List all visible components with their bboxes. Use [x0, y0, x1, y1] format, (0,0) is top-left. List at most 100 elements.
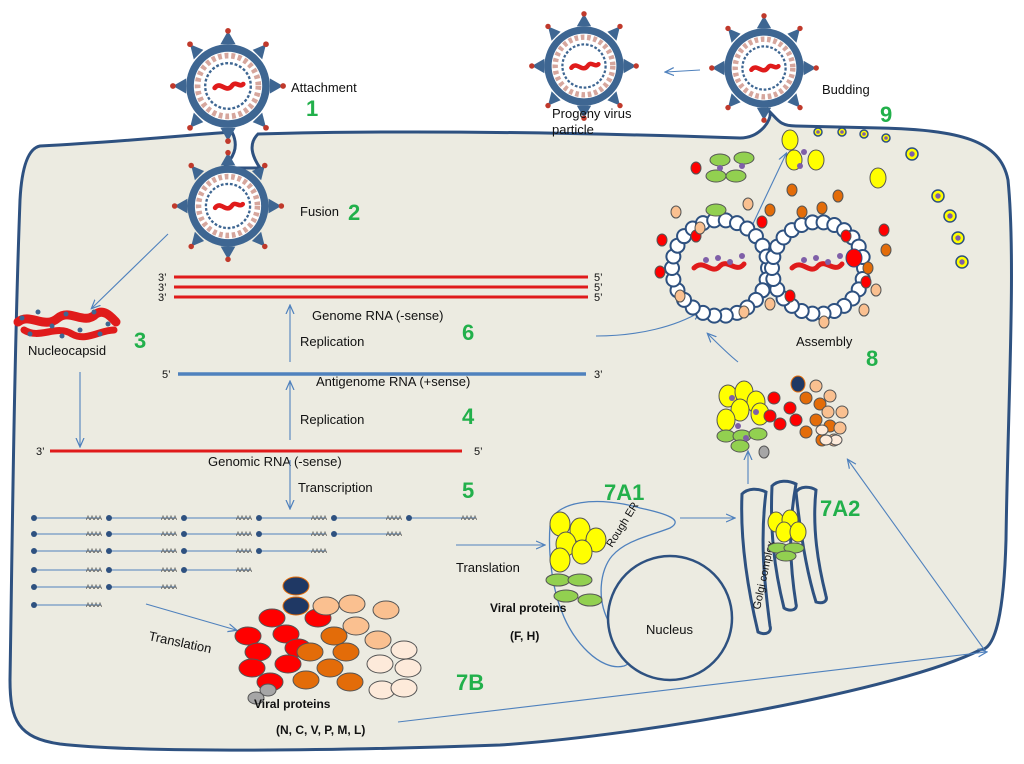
protein — [816, 201, 828, 215]
label-viral-proteins-fh-list: (F, H) — [510, 629, 539, 643]
protein — [789, 413, 803, 427]
protein — [567, 573, 593, 587]
assembly-protein-cluster — [716, 375, 849, 459]
label-transcription: Transcription — [298, 480, 373, 495]
label-viral-proteins-fh: Viral proteins — [490, 601, 567, 615]
protein — [716, 408, 736, 432]
protein — [813, 397, 827, 411]
protein — [833, 421, 847, 435]
nucleus — [606, 554, 734, 682]
protein — [274, 654, 302, 674]
protein — [858, 303, 870, 317]
membrane-protein-core — [862, 132, 866, 136]
virus-progeny — [529, 11, 639, 121]
protein — [571, 539, 593, 565]
protein — [807, 149, 825, 171]
mrna-polya-tail: AAAA — [161, 568, 177, 574]
protein — [694, 221, 706, 235]
step-number-9: 9 — [880, 102, 892, 127]
membrane-protein-core — [947, 213, 953, 219]
protein — [840, 229, 852, 243]
virus-fusion — [172, 150, 284, 262]
rough-er — [548, 500, 676, 668]
membrane-protein-core — [955, 235, 961, 241]
membrane-protein-core — [840, 130, 844, 134]
rna-protein — [739, 253, 745, 259]
step-number-1: 1 — [306, 96, 318, 121]
genome-rna-end-5-a: 5’ — [594, 272, 603, 284]
protein — [282, 576, 310, 596]
mrna-polya-tail: AAAA — [386, 532, 402, 538]
protein — [390, 678, 418, 698]
protein-dot — [801, 149, 807, 155]
label-viral-proteins-nc: Viral proteins — [254, 697, 331, 711]
protein — [878, 223, 890, 237]
label-nucleocapsid: Nucleocapsid — [28, 343, 106, 358]
genome-rna-strands — [174, 275, 588, 299]
protein — [690, 161, 702, 175]
mrna-cap — [106, 567, 112, 573]
mrna-cap — [106, 584, 112, 590]
mrna-cap — [31, 567, 37, 573]
protein — [725, 169, 747, 183]
protein — [870, 283, 882, 297]
protein-dot — [743, 435, 749, 441]
protein — [259, 683, 277, 697]
protein — [738, 305, 750, 319]
protein — [553, 589, 579, 603]
mrna-cap — [256, 515, 262, 521]
protein — [338, 594, 366, 614]
protein — [258, 608, 286, 628]
cell-membrane — [8, 107, 1013, 752]
protein — [670, 205, 682, 219]
virus-budding — [709, 13, 819, 123]
protein — [742, 197, 754, 211]
protein — [799, 391, 813, 405]
protein — [272, 624, 300, 644]
protein — [577, 593, 603, 607]
label-viral-proteins-nc-list: (N, C, V, P, M, L) — [276, 723, 365, 737]
viral-proteins-cluster-7a1 — [545, 511, 607, 607]
genome-rna-end-3-b: 3’ — [158, 282, 167, 294]
protein — [545, 573, 571, 587]
label-attachment: Attachment — [291, 80, 357, 95]
mrna-polya-tail: AAAA — [236, 568, 252, 574]
assembly-free-proteins — [654, 129, 892, 329]
protein — [654, 265, 666, 279]
rna-protein — [727, 259, 733, 265]
antigenome-end-5: 5’ — [162, 369, 171, 381]
step-number-2: 2 — [348, 200, 360, 225]
protein — [394, 658, 422, 678]
rna-protein — [801, 257, 807, 263]
mrna-cap — [31, 602, 37, 608]
membrane-protein-core — [909, 151, 915, 157]
mrna-cap — [106, 515, 112, 521]
mrna-polya-tail: AAAA — [236, 516, 252, 522]
protein — [316, 658, 344, 678]
mrna-polya-tail: AAAA — [86, 568, 102, 574]
genome-rna-end-5-b: 5’ — [594, 282, 603, 294]
protein — [733, 151, 755, 165]
protein-dot — [729, 395, 735, 401]
label-translation-mid: Translation — [456, 560, 520, 575]
mrna-polya-tail: AAAA — [311, 549, 327, 555]
mrna-polya-tail: AAAA — [311, 516, 327, 522]
protein — [705, 169, 727, 183]
protein — [860, 275, 872, 289]
protein — [312, 596, 340, 616]
genomic-rna-end-5: 5’ — [474, 446, 483, 458]
protein-dot — [753, 409, 759, 415]
membrane-protein-core — [959, 259, 965, 265]
protein — [336, 672, 364, 692]
mrna-cap — [31, 548, 37, 554]
protein — [296, 642, 324, 662]
protein — [705, 203, 727, 217]
step-number-6: 6 — [462, 320, 474, 345]
protein-dot — [797, 163, 803, 169]
label-replication-upper: Replication — [300, 334, 364, 349]
rna-protein — [715, 255, 721, 261]
label-antigenome-rna: Antigenome RNA (+sense) — [316, 374, 470, 389]
protein — [282, 596, 310, 616]
step-number-8: 8 — [866, 346, 878, 371]
